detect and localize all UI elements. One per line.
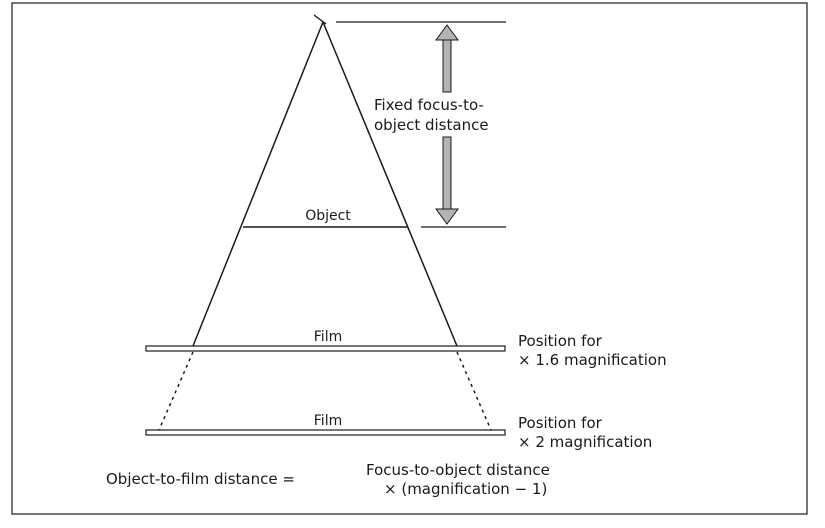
position-2-line-2: × 2 magnification xyxy=(518,433,652,451)
beam-right-line xyxy=(322,21,458,347)
arrow-shaft-upper xyxy=(442,39,452,93)
beam-right-extension xyxy=(456,351,492,431)
fixed-distance-arrow xyxy=(435,24,459,225)
focal-spot xyxy=(313,14,327,25)
formula-rhs-line-2: × (magnification − 1) xyxy=(384,480,547,498)
diagram-frame xyxy=(11,2,808,515)
film-2 xyxy=(145,429,506,436)
arrow-head-up xyxy=(435,24,459,41)
position-1-line-2: × 1.6 magnification xyxy=(518,351,667,369)
film-1-label: Film xyxy=(314,329,342,345)
film-2-label: Film xyxy=(314,413,342,429)
position-1-line-1: Position for xyxy=(518,332,603,350)
film-1 xyxy=(145,345,506,352)
beam-left-extension xyxy=(158,351,194,431)
arrow-shaft-lower xyxy=(442,136,452,210)
object-label: Object xyxy=(305,208,351,224)
beam-left-line xyxy=(192,21,324,347)
arrow-label-line-1: Fixed focus-to- xyxy=(374,96,484,114)
formula-rhs-line-1: Focus-to-object distance xyxy=(366,461,550,479)
arrow-head-down xyxy=(435,208,459,225)
formula-lhs: Object-to-film distance = xyxy=(106,470,295,488)
position-2-line-1: Position for xyxy=(518,414,603,432)
arrow-label-line-2: object distance xyxy=(374,116,489,134)
